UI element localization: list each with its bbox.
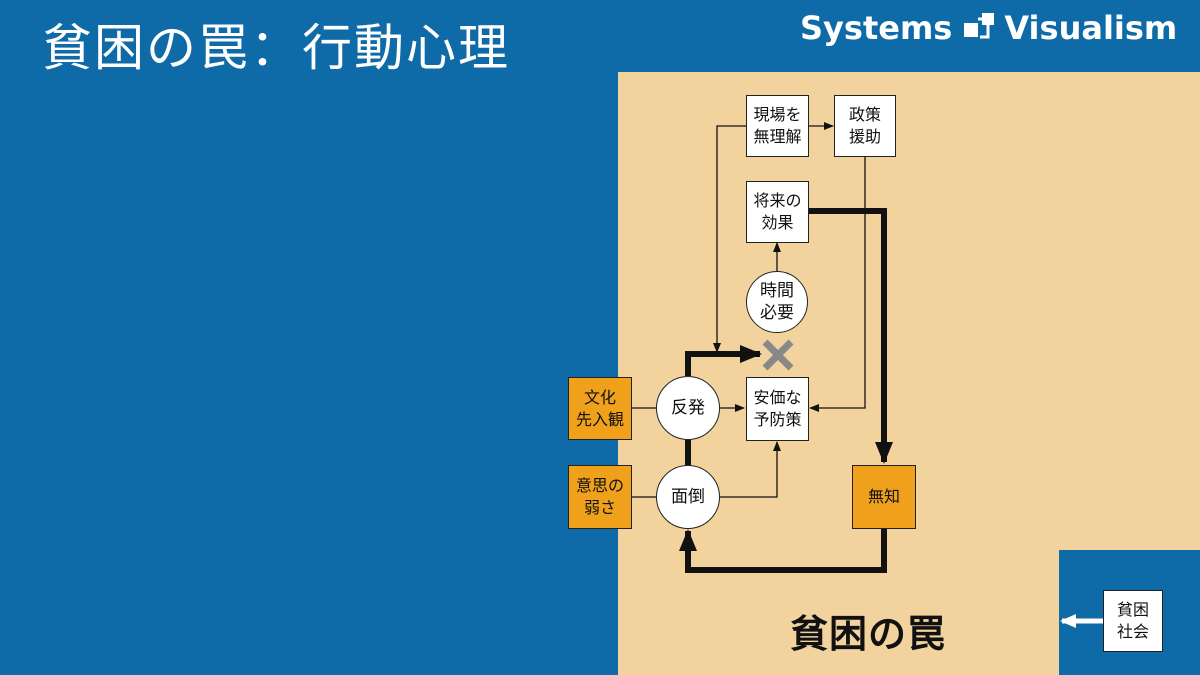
- systems-visualism-logo-icon: [964, 13, 995, 39]
- hassle-node: 面倒: [656, 465, 720, 529]
- thick-link-future-to-ignorance: [809, 208, 893, 464]
- field-misunderstanding-node: 現場を 無理解: [746, 95, 809, 157]
- policy-aid-node: 政策 援助: [834, 95, 896, 157]
- thick-link-ignorance-to-hassle: [679, 529, 887, 573]
- ignorance-node: 無知: [852, 465, 916, 529]
- brand-word-systems: Systems: [800, 9, 953, 47]
- page-title: 貧困の罠：行動心理: [42, 19, 510, 77]
- weak-will-node: 意思の 弱さ: [568, 465, 632, 529]
- link-hassle-to-prevention: [720, 441, 781, 498]
- link-misunderstanding-to-prevention: [713, 125, 746, 353]
- thick-link-backlash-to-blocked: [685, 345, 762, 376]
- future-effect-node: 将来の 効果: [746, 181, 809, 243]
- poverty-society-node: 貧困 社会: [1103, 590, 1163, 652]
- panel-title: 貧困の罠: [790, 612, 947, 656]
- time-needed-node: 時間 必要: [746, 271, 808, 333]
- backlash-node: 反発: [656, 376, 720, 440]
- cheap-prevention-node: 安価な 予防策: [746, 377, 809, 441]
- brand-logo: Systems Visualism: [800, 8, 1177, 48]
- blocked-cross-icon: [762, 339, 794, 371]
- link-policy-to-prevention: [809, 157, 866, 412]
- brand-word-visualism: Visualism: [1004, 9, 1178, 47]
- cultural-bias-node: 文化 先入観: [568, 377, 632, 440]
